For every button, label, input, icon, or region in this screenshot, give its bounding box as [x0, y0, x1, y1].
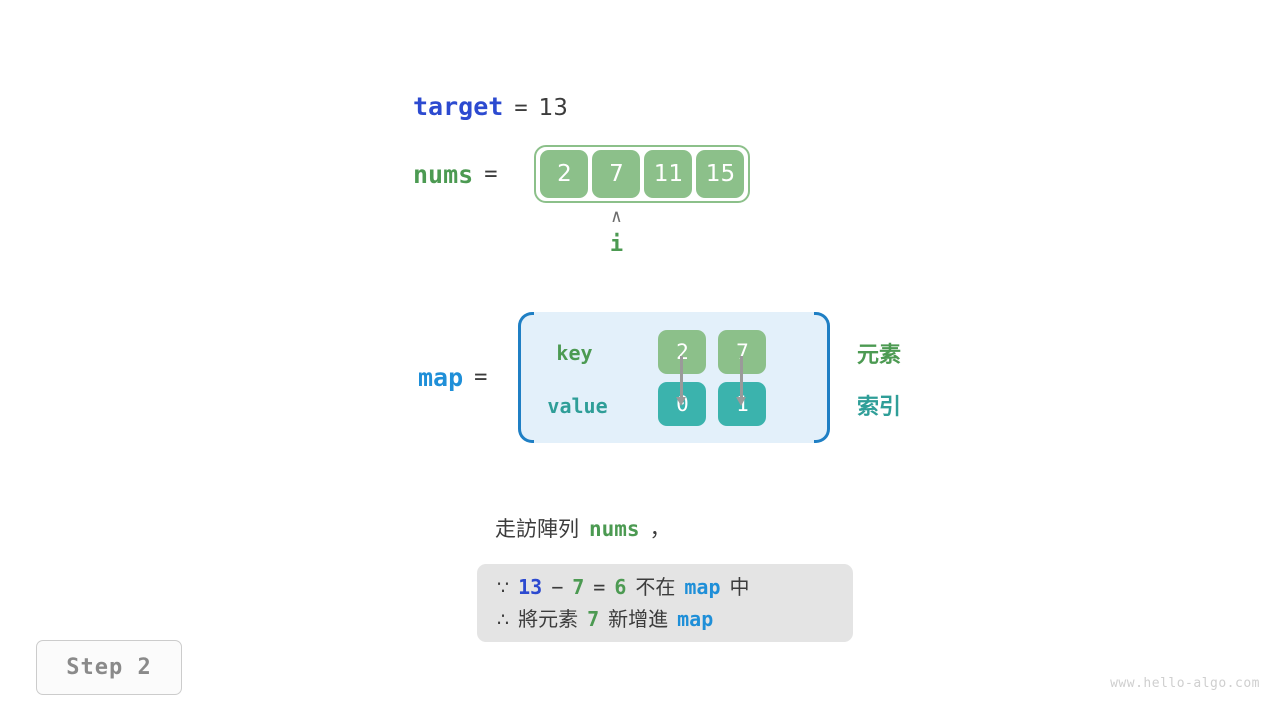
- note-suffix-text: 中: [729, 575, 750, 599]
- note-complement-value: 6: [614, 575, 627, 599]
- array-cell: 15: [696, 150, 745, 198]
- map-row: map = key value 2 0 7 1: [418, 312, 831, 443]
- note-not-in-text: 不在: [635, 575, 676, 599]
- nums-array-container: 2 7 11 15: [534, 145, 751, 203]
- caret-up-icon: ∧: [611, 206, 622, 227]
- watermark: www.hello-algo.com: [1110, 676, 1260, 691]
- note-box: ∵ 13 − 7 = 6 不在 map 中 ∴ 將元素 7 新增進 map: [477, 564, 853, 642]
- map-variable-name: map: [418, 363, 464, 392]
- key-to-value-arrow-icon: [736, 356, 747, 406]
- step-badge: Step 2: [36, 640, 182, 695]
- nums-variable-name: nums: [413, 159, 474, 189]
- nums-equals-sign: =: [484, 161, 498, 187]
- note-add-into-text: 新增進: [608, 607, 669, 631]
- annotation-index: 索引: [857, 395, 902, 420]
- map-equals-sign: =: [474, 365, 488, 390]
- note-add-element-text: 將元素: [518, 607, 579, 631]
- annotation-element: 元素: [857, 343, 902, 368]
- array-cell: 2: [540, 150, 589, 198]
- array-cell: 7: [592, 150, 641, 198]
- map-container: key value 2 0 7 1: [518, 312, 831, 443]
- array-index-pointer: ∧ i: [588, 208, 644, 256]
- note-line-1: ∵ 13 − 7 = 6 不在 map 中: [497, 572, 833, 604]
- note-added-element: 7: [587, 607, 600, 631]
- because-symbol: ∵: [497, 577, 510, 599]
- map-bracket-left-icon: [518, 312, 535, 443]
- note-line-2: ∴ 將元素 7 新增進 map: [497, 604, 833, 636]
- map-entry-column: 2 0: [658, 330, 707, 426]
- note-minus-operator: −: [551, 575, 564, 599]
- note-equals-operator: =: [593, 575, 606, 599]
- key-to-value-arrow-icon: [676, 356, 687, 406]
- nums-row: nums = 2 7 11 15: [413, 145, 751, 203]
- pointer-label-i: i: [609, 232, 624, 257]
- caption-text: 走訪陣列: [495, 517, 579, 541]
- map-entry-column: 7 1: [718, 330, 767, 426]
- target-row: target = 13: [413, 92, 568, 121]
- array-cell: 11: [644, 150, 693, 198]
- caption-punctuation: ，: [649, 517, 671, 541]
- note-target-value: 13: [518, 575, 543, 599]
- target-value: 13: [538, 95, 568, 121]
- note-current-element: 7: [572, 575, 585, 599]
- target-variable-name: target: [413, 92, 504, 121]
- map-rows: key value 2 0 7 1: [518, 312, 830, 443]
- map-value-row-label: value: [547, 394, 608, 418]
- caption-code-nums: nums: [589, 517, 640, 541]
- therefore-symbol: ∴: [497, 609, 510, 631]
- target-equals-sign: =: [514, 96, 528, 121]
- map-key-row-label: key: [556, 341, 593, 365]
- note-map-reference: map: [677, 607, 714, 631]
- caption-line: 走訪陣列 nums ，: [495, 513, 671, 543]
- note-map-reference: map: [684, 575, 721, 599]
- step-badge-label: Step 2: [66, 655, 152, 680]
